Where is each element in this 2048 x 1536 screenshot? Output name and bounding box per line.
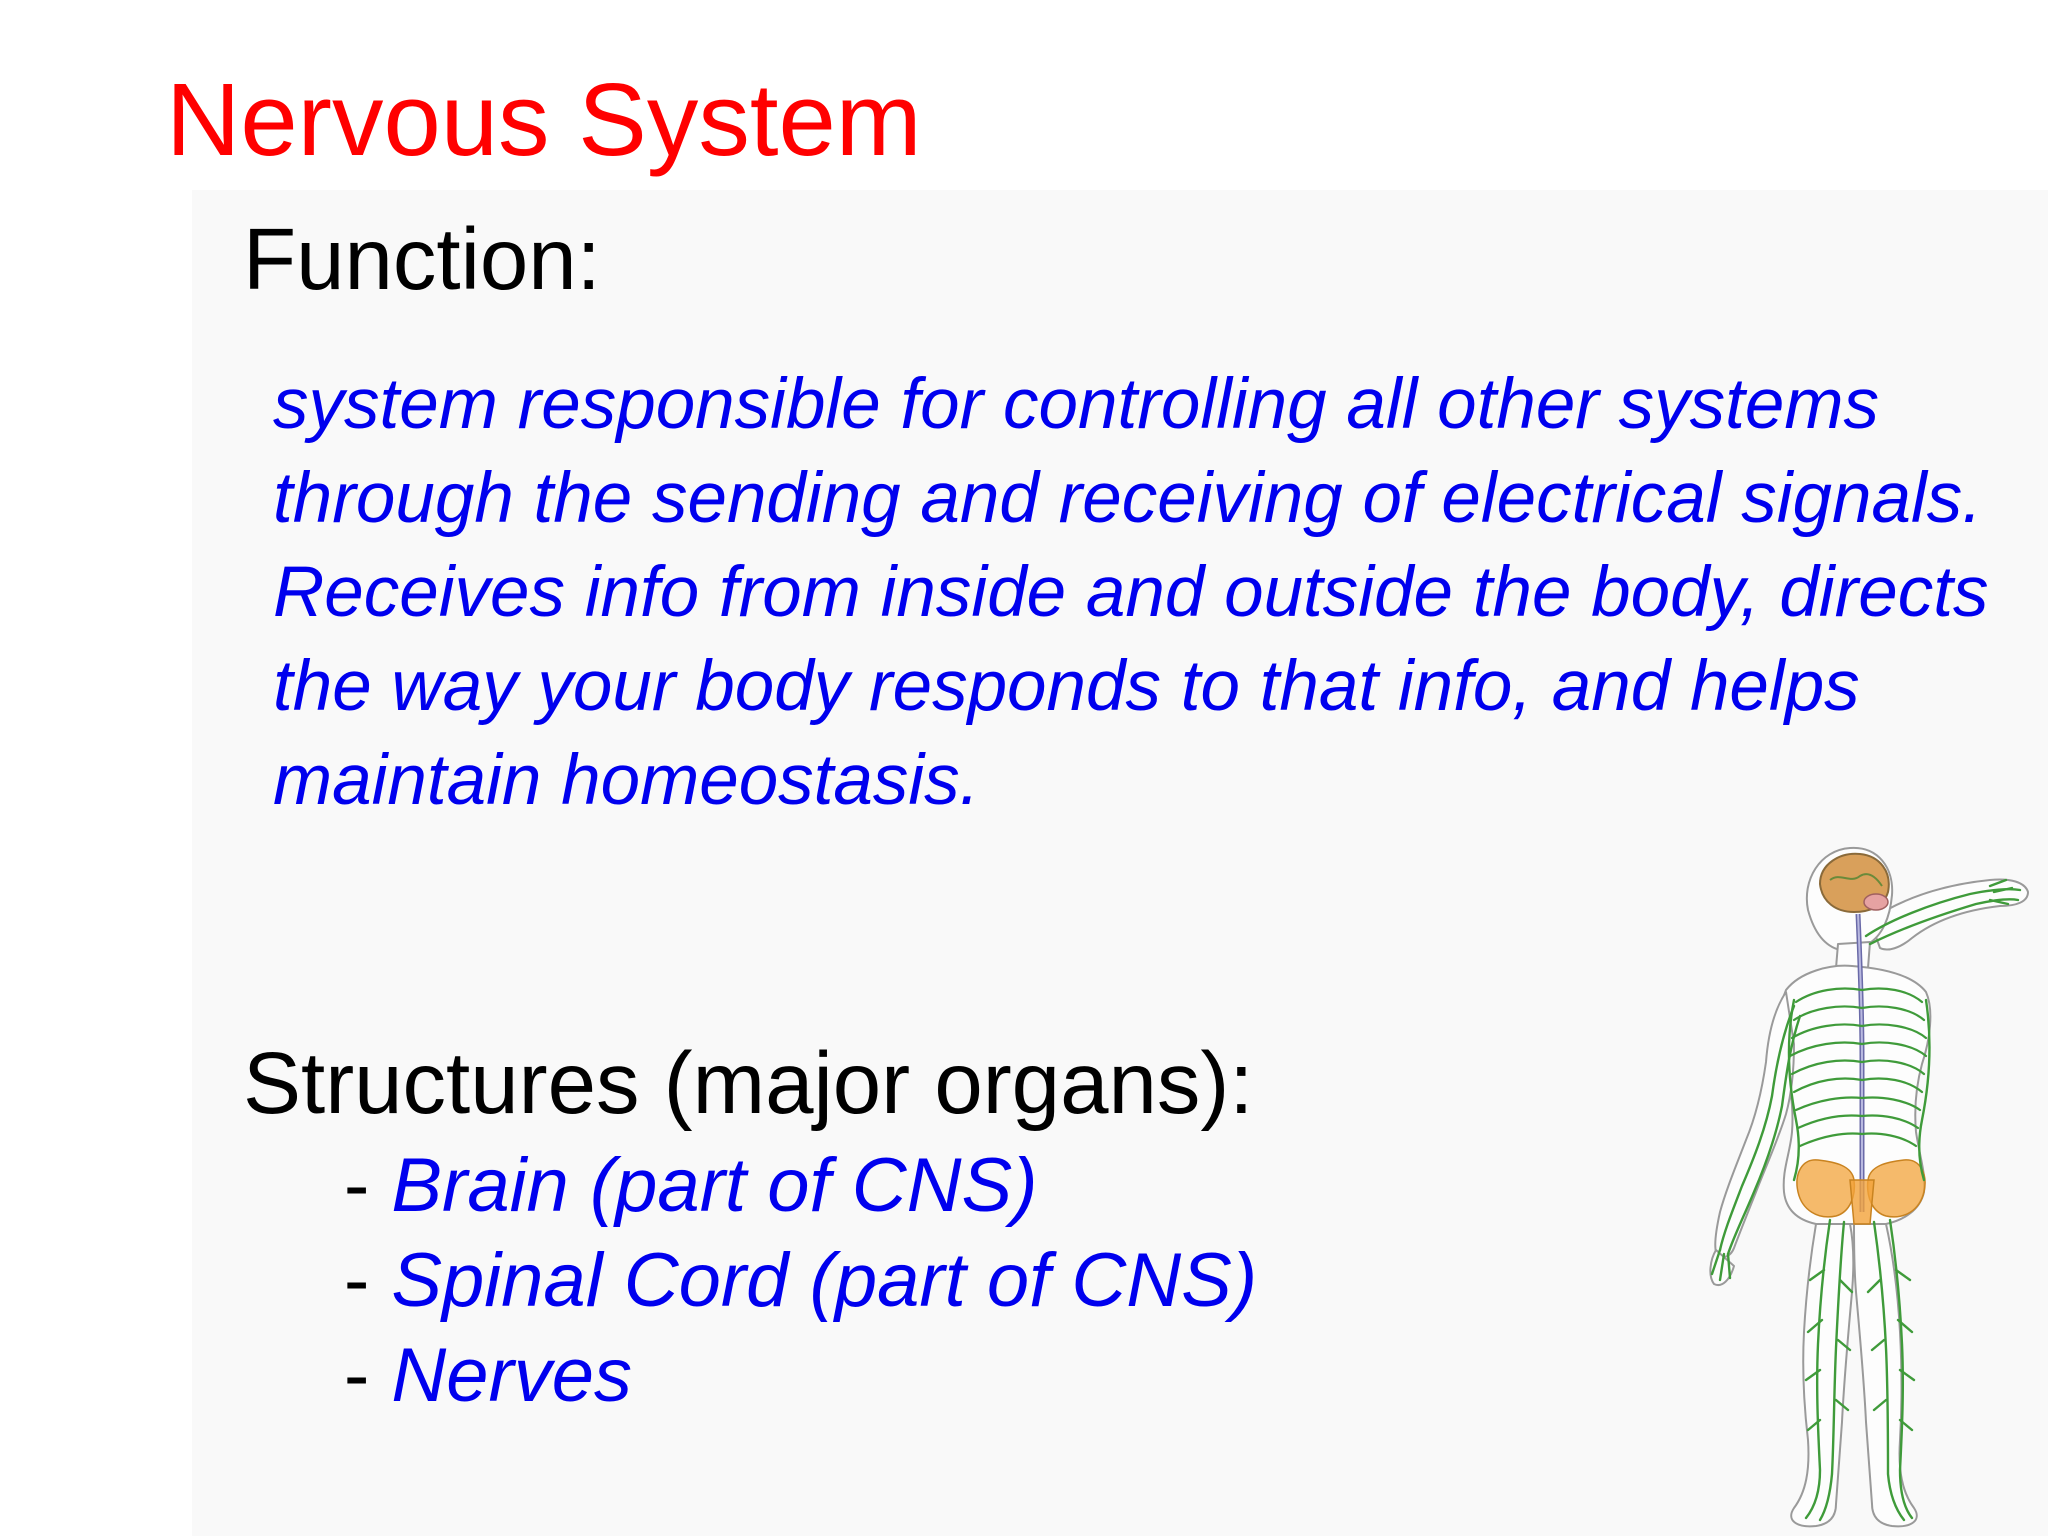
organ-item-nerves: -Nerves [344,1328,1257,1423]
organ-name: Brain (part of CNS) [391,1143,1038,1228]
list-dash: - [344,1143,370,1228]
organ-list: -Brain (part of CNS) -Spinal Cord (part … [344,1138,1257,1423]
list-dash: - [344,1333,370,1418]
function-description: system responsible for controlling all o… [273,365,1989,820]
slide-title: Nervous System [166,62,922,177]
organ-name: Spinal Cord (part of CNS) [391,1238,1258,1323]
nervous-system-body-illustration-icon [1709,846,2029,1528]
structures-heading: Structures (major organs): [243,1035,1254,1132]
nervous-system-figure [1690,840,2048,1536]
list-dash: - [344,1238,370,1323]
function-heading: Function: [243,211,601,308]
organ-name: Nerves [391,1333,633,1418]
organ-item-spinal-cord: -Spinal Cord (part of CNS) [344,1233,1257,1328]
content-panel [192,190,2048,1536]
organ-item-brain: -Brain (part of CNS) [344,1138,1257,1233]
